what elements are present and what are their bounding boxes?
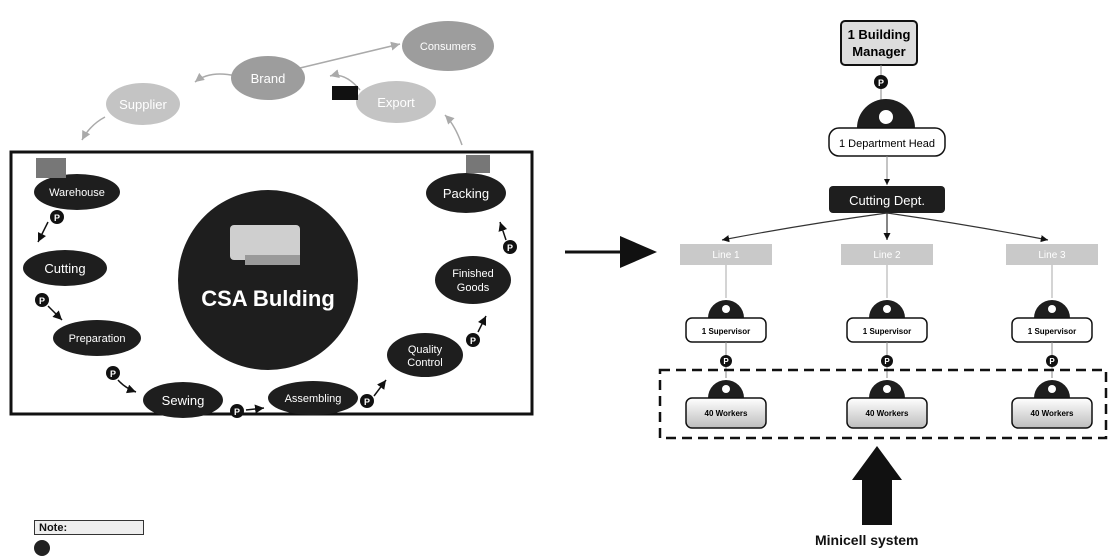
note-p-marker <box>34 540 50 556</box>
up-arrow <box>852 446 902 525</box>
workers-box <box>846 397 928 429</box>
minicell-frame <box>658 368 1108 440</box>
minicell-system-label: Minicell system <box>815 532 919 548</box>
svg-text:P: P <box>364 397 370 407</box>
svg-text:P: P <box>884 357 890 366</box>
svg-text:P: P <box>1049 357 1055 366</box>
transition-arrow <box>565 236 657 268</box>
supervisor-label: 1 Supervisor <box>1028 327 1076 336</box>
brand-node <box>231 56 305 100</box>
p-marker: P <box>106 366 120 380</box>
line-2-label: Line 2 <box>873 250 901 261</box>
finished-goods-node <box>435 256 511 304</box>
sewing-label: Sewing <box>162 393 205 408</box>
csa-building-title: CSA Bulding <box>201 286 335 311</box>
consumers-node <box>402 21 494 71</box>
packing-label: Packing <box>443 186 489 201</box>
quality-control-node <box>387 333 463 377</box>
p-marker: P <box>881 355 893 367</box>
export-node <box>356 81 436 123</box>
svg-text:P: P <box>470 336 476 346</box>
goods-label: Goods <box>457 282 490 294</box>
p-marker: P <box>874 75 888 89</box>
supervisor-label: 1 Supervisor <box>702 327 750 336</box>
brand-label: Brand <box>251 71 286 86</box>
p-marker: P <box>466 333 480 347</box>
svg-text:P: P <box>39 296 45 306</box>
p-marker: P <box>503 240 517 254</box>
p-marker: P <box>230 404 244 418</box>
export-label: Export <box>377 95 415 110</box>
svg-text:P: P <box>723 357 729 366</box>
p-marker: P <box>1046 355 1058 367</box>
cutting-label: Cutting <box>44 261 85 276</box>
quality-label: Quality <box>408 344 443 356</box>
svg-text:P: P <box>110 369 116 379</box>
p-marker: P <box>360 394 374 408</box>
warehouse-node <box>34 174 120 210</box>
svg-text:P: P <box>878 78 884 88</box>
line-1-label: Line 1 <box>712 250 740 261</box>
assembling-node <box>268 381 358 415</box>
line-1-box <box>680 244 772 265</box>
line-3-label: Line 3 <box>1038 250 1066 261</box>
control-label: Control <box>407 357 442 369</box>
process-diagram: Consumers Brand Supplier Export CSA Buld… <box>9 21 534 418</box>
supervisor-label: 1 Supervisor <box>863 327 911 336</box>
p-marker: P <box>720 355 732 367</box>
department-head-label: 1 Department Head <box>839 138 935 150</box>
svg-text:P: P <box>507 243 513 253</box>
packing-to-export-arrow <box>444 114 463 146</box>
warehouse-label: Warehouse <box>49 187 105 199</box>
line-3-box <box>1006 244 1098 265</box>
note-label: Note: <box>34 520 144 535</box>
building-frame <box>9 150 534 416</box>
workers-box <box>1011 397 1093 429</box>
truck-icon <box>332 86 358 100</box>
line-2-box <box>841 244 933 265</box>
workers-label: 40 Workers <box>866 409 910 418</box>
brand-to-consumers-arrow <box>299 41 401 69</box>
assembling-label: Assembling <box>285 393 342 405</box>
machine-icon <box>230 225 300 260</box>
workers-box <box>685 397 767 429</box>
building-manager-line1: 1 Building <box>848 27 911 42</box>
cutting-dept-label: Cutting Dept. <box>849 193 925 208</box>
brand-to-supplier-arrow <box>194 72 237 83</box>
sewing-node <box>143 382 223 418</box>
svg-text:P: P <box>54 213 60 223</box>
consumers-label: Consumers <box>420 41 477 53</box>
packing-node <box>426 173 506 213</box>
workers-label: 40 Workers <box>1031 409 1075 418</box>
building-manager-line2: Manager <box>852 44 905 59</box>
p-marker: P <box>35 293 49 307</box>
preparation-node <box>53 320 141 356</box>
preparation-label: Preparation <box>69 333 126 345</box>
supplier-label: Supplier <box>119 97 167 112</box>
org-chart: 1 Building Manager P 1 Department Head C… <box>658 20 1108 525</box>
p-marker: P <box>50 210 64 224</box>
cutting-dept-box <box>829 186 945 213</box>
csa-building-circle <box>178 190 358 370</box>
warehouse-icon <box>36 158 66 178</box>
cutting-node <box>23 250 107 286</box>
svg-text:P: P <box>234 407 240 417</box>
building-manager-box <box>840 20 918 66</box>
supplier-node <box>106 83 180 125</box>
finished-label: Finished <box>452 268 494 280</box>
supplier-down-arrow <box>81 116 106 141</box>
packing-icon <box>466 155 490 173</box>
workers-label: 40 Workers <box>705 409 749 418</box>
